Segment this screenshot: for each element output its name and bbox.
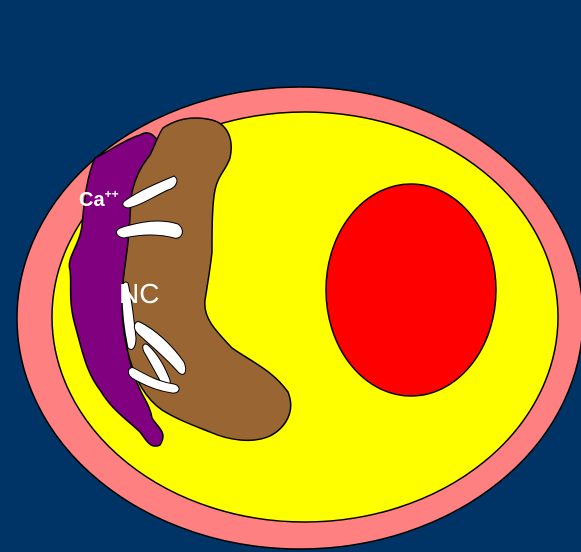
calcium-label-text: Ca	[79, 189, 105, 211]
red-oval	[326, 184, 496, 396]
calcium-charge-text: ++	[105, 187, 119, 201]
necrotic-core-label: NC	[119, 278, 159, 309]
